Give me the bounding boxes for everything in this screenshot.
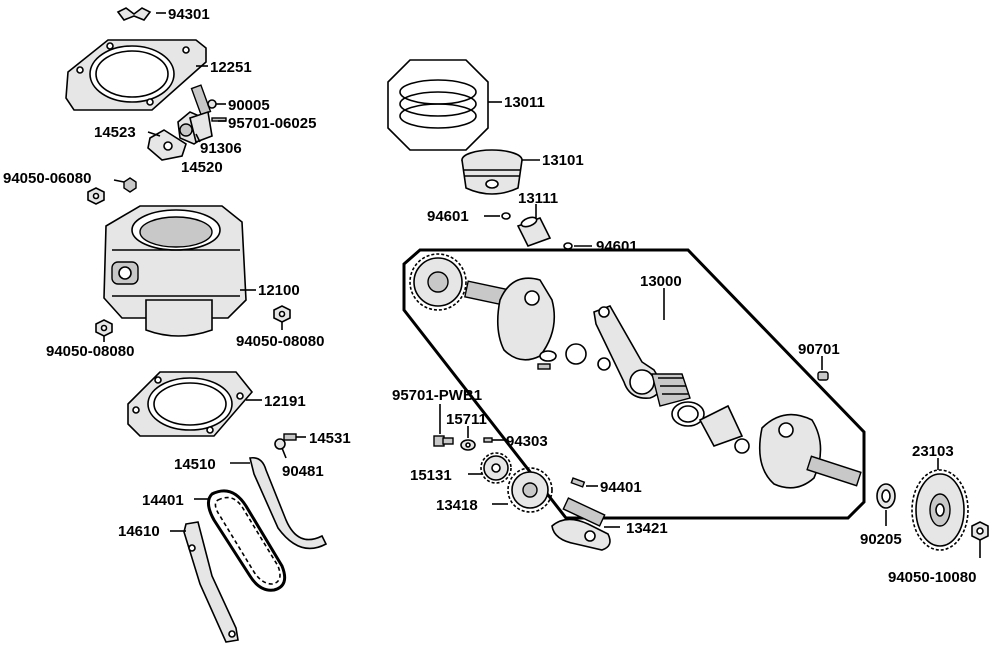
label-90701: 90701: [798, 341, 840, 358]
label-13111: 13111: [518, 190, 558, 207]
part-94050-08080-nut-right: [273, 305, 291, 330]
label-14510: 14510: [174, 456, 216, 473]
part-14610-tensioner-guide: [170, 521, 239, 643]
label-90005: 90005: [228, 97, 270, 114]
label-94050-08080-right: 94050-08080: [236, 333, 324, 350]
label-12100: 12100: [258, 282, 300, 299]
part-14523-gasket: [147, 129, 187, 161]
label-94601-right: 94601: [596, 238, 638, 255]
frame-13000-crankshaft-assembly: [402, 248, 866, 520]
label-15131: 15131: [410, 467, 452, 484]
label-13418: 13418: [436, 497, 478, 514]
label-15711: 15711: [446, 411, 487, 428]
label-94303: 94303: [506, 433, 548, 450]
label-12251: 12251: [210, 59, 252, 76]
part-94301-clip: [116, 7, 166, 21]
label-14531: 14531: [309, 430, 351, 447]
label-94050-08080-left: 94050-08080: [46, 343, 134, 360]
part-94050-06080-nut: [87, 177, 137, 205]
part-15131-gear: [468, 452, 512, 484]
part-94601-circlip-right: [563, 242, 592, 250]
label-13101: 13101: [542, 152, 584, 169]
part-94303-pin: [483, 437, 504, 443]
label-94301: 94301: [168, 6, 210, 23]
label-95701-06025: 95701-06025: [228, 115, 316, 132]
part-13101-piston: [461, 149, 540, 195]
label-14520: 14520: [181, 159, 223, 176]
label-90481: 90481: [282, 463, 324, 480]
part-14510-chain-guide: [230, 456, 328, 550]
label-95701-PWB1: 95701-PWB1: [392, 387, 482, 404]
part-12251-head-gasket: [65, 39, 208, 111]
part-13011-piston-rings: [387, 59, 502, 151]
label-14401: 14401: [142, 492, 184, 509]
label-91306: 91306: [200, 140, 242, 157]
part-94601-circlip-left: [484, 212, 511, 220]
part-13421-balancer-shaft: [551, 497, 620, 551]
part-14520-chain-tensioner: [177, 84, 227, 145]
part-23103-primary-gear: [911, 458, 969, 551]
part-13418-balancer-gear: [492, 467, 553, 513]
label-94050-06080: 94050-06080: [3, 170, 91, 187]
part-12100-cylinder: [103, 205, 256, 337]
part-14531-bolt: [274, 433, 306, 459]
label-14610: 14610: [118, 523, 160, 540]
part-14401-timing-chain: [194, 489, 287, 592]
part-12191-base-gasket: [127, 371, 262, 437]
label-12191: 12191: [264, 393, 306, 410]
part-94050-08080-nut-left: [95, 319, 113, 342]
label-23103: 23103: [912, 443, 954, 460]
part-94050-10080-nut: [971, 521, 989, 558]
label-94401: 94401: [600, 479, 642, 496]
label-13000: 13000: [640, 273, 682, 290]
label-94601-left: 94601: [427, 208, 469, 225]
label-14523: 14523: [94, 124, 136, 141]
part-90701-woodruff-key: [817, 356, 829, 381]
label-13421: 13421: [626, 520, 668, 537]
part-95701-PWB1-bolt: [433, 404, 454, 447]
part-15711-washer: [460, 426, 476, 451]
part-90205-nut: [876, 483, 896, 526]
label-90205: 90205: [860, 531, 902, 548]
part-94401-key: [570, 477, 598, 488]
label-13011: 13011: [504, 94, 545, 111]
label-94050-10080: 94050-10080: [888, 569, 976, 586]
part-13000-crankshaft: [409, 253, 862, 489]
part-13111-piston-pin: [516, 204, 552, 247]
